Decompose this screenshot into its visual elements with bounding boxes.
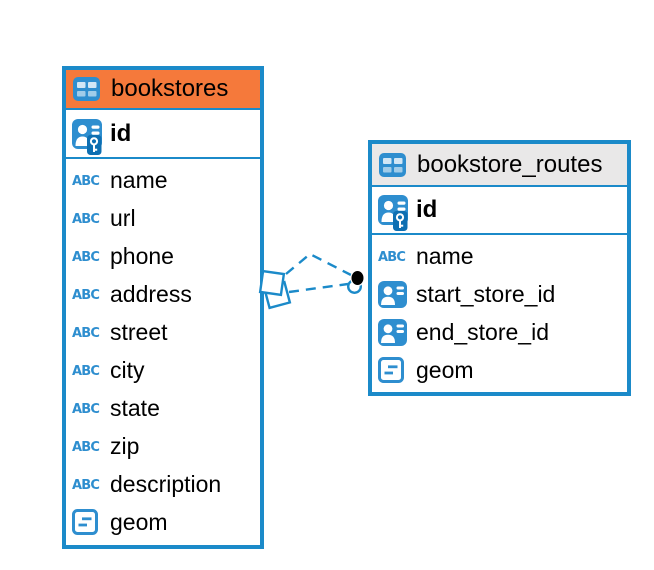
- table-grid-icon: [379, 152, 406, 177]
- column-name-label: url: [110, 204, 136, 231]
- column-row-primary-key[interactable]: id: [66, 110, 260, 159]
- column-name-label: street: [110, 318, 168, 345]
- column-name-label: address: [110, 280, 192, 307]
- person-key-icon: [378, 195, 416, 231]
- column-name-label: phone: [110, 242, 174, 269]
- svg-text:ABC: ABC: [378, 250, 405, 264]
- column-row-end_store_id[interactable]: end_store_id: [372, 313, 627, 351]
- svg-text:ABC: ABC: [72, 440, 99, 454]
- relationship-line-upper[interactable]: [285, 252, 352, 277]
- column-row-phone[interactable]: ABC phone: [66, 237, 260, 275]
- column-name-label: geom: [416, 356, 474, 383]
- primary-key-label: id: [416, 196, 438, 223]
- table-grid-icon: [73, 77, 100, 101]
- svg-text:ABC: ABC: [72, 364, 99, 378]
- column-name-label: start_store_id: [416, 280, 556, 307]
- svg-text:ABC: ABC: [72, 174, 99, 188]
- abc-text-icon: ABC: [72, 248, 110, 264]
- column-row-city[interactable]: ABC city: [66, 351, 260, 389]
- abc-text-icon: ABC: [72, 210, 110, 226]
- geometry-icon: [72, 509, 110, 535]
- person-key-icon: [72, 118, 110, 155]
- abc-text-icon: ABC: [72, 286, 110, 302]
- relationship-lines: [285, 252, 352, 294]
- abc-text-icon: ABC: [378, 248, 416, 264]
- column-name-label: description: [110, 470, 222, 497]
- svg-text:ABC: ABC: [72, 288, 99, 302]
- svg-text:ABC: ABC: [72, 326, 99, 340]
- svg-text:ABC: ABC: [72, 478, 99, 492]
- target-dot-icon: [350, 269, 365, 287]
- abc-text-icon: ABC: [72, 172, 110, 188]
- column-row-name[interactable]: ABC name: [66, 161, 260, 199]
- column-row-url[interactable]: ABC url: [66, 199, 260, 237]
- column-row-start_store_id[interactable]: start_store_id: [372, 275, 627, 313]
- column-name-label: name: [110, 166, 168, 193]
- column-row-zip[interactable]: ABC zip: [66, 427, 260, 465]
- column-name-label: geom: [110, 508, 168, 535]
- abc-text-icon: ABC: [72, 324, 110, 340]
- relationship-line-lower[interactable]: [288, 282, 349, 294]
- column-name-label: zip: [110, 432, 140, 459]
- column-row-street[interactable]: ABC street: [66, 313, 260, 351]
- column-name-label: state: [110, 394, 160, 421]
- svg-text:ABC: ABC: [72, 402, 99, 416]
- column-row-name[interactable]: ABC name: [372, 237, 627, 275]
- target-ring-icon: [347, 279, 363, 295]
- abc-text-icon: ABC: [72, 476, 110, 492]
- table-title: bookstores: [111, 75, 229, 102]
- column-row-primary-key[interactable]: id: [372, 187, 627, 235]
- column-row-state[interactable]: ABC state: [66, 389, 260, 427]
- svg-text:ABC: ABC: [72, 250, 99, 264]
- column-name-label: name: [416, 242, 474, 269]
- table-header[interactable]: bookstores: [66, 70, 260, 110]
- person-reference-icon: [378, 318, 416, 346]
- column-row-address[interactable]: ABC address: [66, 275, 260, 313]
- relationship-source-marker[interactable]: [258, 269, 292, 310]
- abc-text-icon: ABC: [72, 400, 110, 416]
- table-title: bookstore_routes: [417, 150, 603, 178]
- column-name-label: end_store_id: [416, 318, 549, 345]
- abc-text-icon: ABC: [72, 362, 110, 378]
- column-name-label: city: [110, 356, 145, 383]
- column-row-geom[interactable]: geom: [66, 503, 260, 541]
- column-row-description[interactable]: ABC description: [66, 465, 260, 503]
- abc-text-icon: ABC: [72, 438, 110, 454]
- primary-key-label: id: [110, 119, 132, 147]
- geometry-icon: [378, 357, 416, 383]
- table-header[interactable]: bookstore_routes: [372, 144, 627, 187]
- column-row-geom[interactable]: geom: [372, 351, 627, 389]
- svg-text:ABC: ABC: [72, 212, 99, 226]
- source-square-back-icon: [262, 280, 292, 310]
- person-reference-icon: [378, 280, 416, 308]
